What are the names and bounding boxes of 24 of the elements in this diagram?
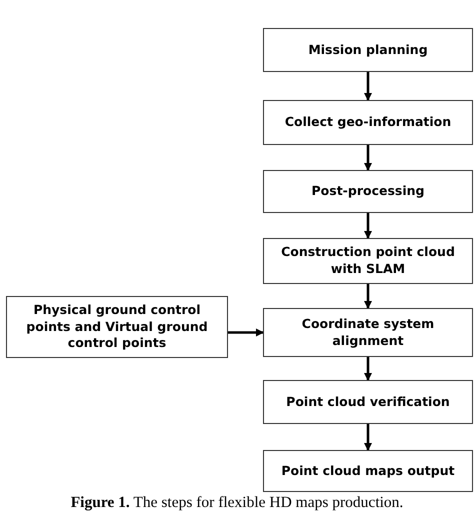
process-box (263, 28, 473, 72)
process-box (263, 100, 473, 145)
arrow (228, 328, 264, 336)
arrow (364, 357, 372, 381)
process-box (263, 450, 473, 492)
step-label: Coordinate system alignment (300, 316, 436, 350)
step-label: Point cloud maps output (281, 462, 455, 480)
arrow (364, 213, 372, 239)
step-label: Physical ground control points and Virtual ground control points (25, 302, 209, 352)
process-box (263, 380, 473, 424)
step-label: Construction point cloud with SLAM (280, 244, 456, 278)
step-label: Mission planning (308, 42, 428, 58)
step-label: Post-processing (312, 183, 424, 200)
process-box (263, 238, 473, 284)
step-label: Collect geo-information (284, 114, 452, 131)
step-label: Point cloud verification (286, 394, 450, 410)
arrow (364, 284, 372, 309)
process-box (6, 296, 228, 358)
process-box (263, 170, 473, 213)
figure-caption: Figure 1. The steps for flexible HD maps production. (70, 494, 404, 512)
arrow (364, 424, 372, 451)
arrow (364, 145, 372, 171)
arrow (364, 72, 372, 101)
process-box (263, 308, 473, 357)
